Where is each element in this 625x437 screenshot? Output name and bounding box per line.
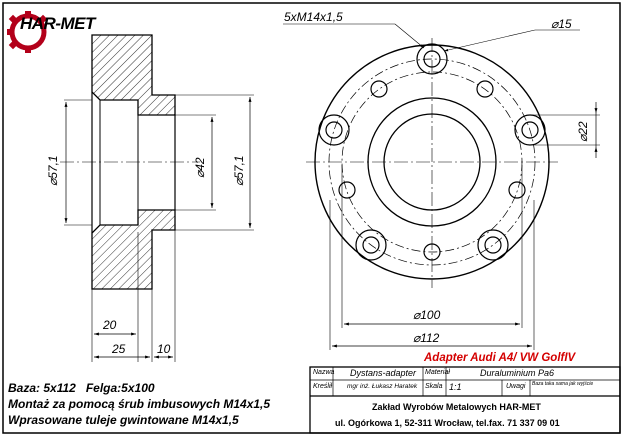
label-width-20: 20 — [103, 318, 117, 332]
tb-material-label: Materiał — [425, 369, 450, 376]
section-upper-hatch — [91, 34, 176, 116]
label-diameter-15: ⌀15 — [551, 17, 572, 31]
tb-material-value: Duraluminium Pa6 — [480, 368, 555, 378]
tb-name-value: Dystans-adapter — [350, 368, 417, 378]
tb-remarks-label: Uwagi — [506, 383, 526, 390]
label-thread-spec: 5xM14x1,5 — [284, 10, 343, 24]
tb-remarks-value: Baza taka sama jak wyjście — [532, 381, 594, 387]
note-base: Baza: 5x112 — [8, 381, 76, 395]
label-diameter-112: ⌀112 — [413, 331, 440, 345]
drawing-title: Adapter Audi A4/ VW GolfIV — [424, 352, 576, 364]
company-logo-text: HAR-MET — [20, 14, 95, 33]
tb-scale-value: 1:1 — [449, 382, 462, 392]
tb-address: ul. Ogórkowa 1, 52-311 Wrocław, tel.fax.… — [335, 418, 560, 428]
label-diameter-42: ⌀42 — [193, 157, 207, 178]
leader-thread — [394, 23, 425, 49]
label-diameter-22: ⌀22 — [576, 121, 590, 142]
note-sleeves: Wprasowane tuleje gwintowane M14x1,5 — [8, 413, 239, 427]
tb-name-label: Nazwa — [313, 369, 335, 376]
label-diameter-57-right: ⌀57,1 — [232, 155, 246, 186]
tb-company: Zakład Wyrobów Metalowych HAR-MET — [372, 402, 541, 412]
notes-block: Baza: 5x112 Felga:5x100 Montaż za pomocą… — [8, 380, 270, 428]
label-diameter-57-left: ⌀57,1 — [46, 155, 60, 186]
small-holes — [338, 80, 526, 261]
leader-15 — [443, 29, 536, 52]
note-mounting: Montaż za pomocą śrub imbusowych M14x1,5 — [8, 397, 271, 411]
section-lower-hatch — [91, 209, 176, 290]
threaded-holes — [318, 43, 546, 261]
tb-drew-label: Kreślił — [313, 383, 333, 390]
title-block — [309, 366, 621, 434]
tb-drew-value: mgr inż. Łukasz Haratek — [347, 383, 418, 390]
label-width-10: 10 — [157, 342, 171, 356]
tb-scale-label: Skala — [425, 383, 443, 390]
label-width-25: 25 — [112, 342, 126, 356]
front-view — [283, 23, 600, 350]
gear-icon — [7, 11, 48, 53]
label-diameter-100: ⌀100 — [413, 308, 441, 322]
section-view — [60, 34, 254, 362]
note-rim: Felga:5x100 — [85, 381, 155, 395]
